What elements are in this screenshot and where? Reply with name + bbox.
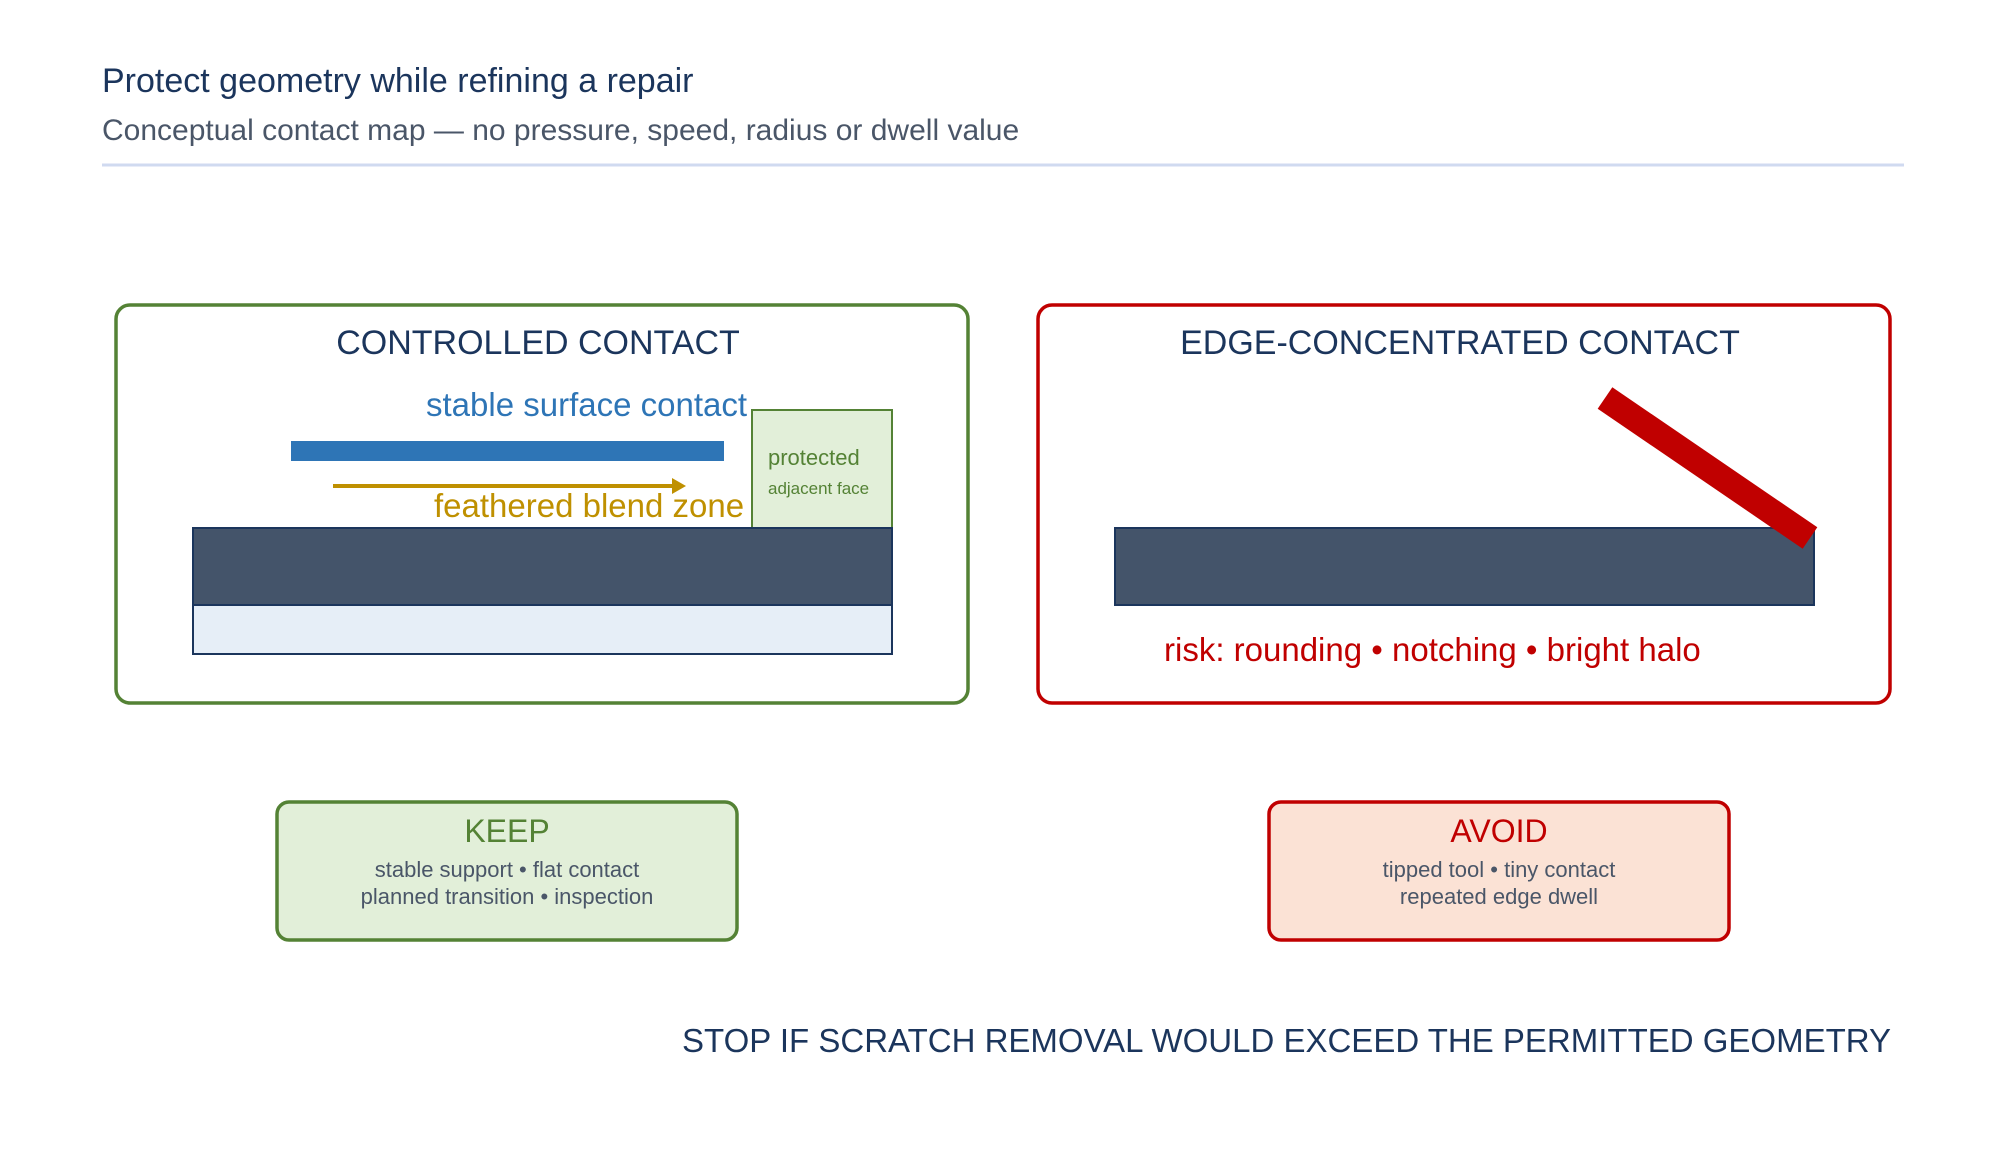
adjacent-face-label: adjacent face xyxy=(768,479,869,498)
edge-contact-heading: EDGE-CONCENTRATED CONTACT xyxy=(1180,324,1740,362)
stable-contact-tool-bar xyxy=(291,441,724,461)
keep-line-2: planned transition • inspection xyxy=(361,884,654,909)
protected-label: protected xyxy=(768,445,860,470)
avoid-box-frame xyxy=(1267,800,1731,942)
avoid-title: AVOID xyxy=(1450,813,1547,849)
controlled-contact-heading: CONTROLLED CONTACT xyxy=(336,324,740,362)
feathered-blend-zone-label: feathered blend zone xyxy=(434,487,744,524)
avoid-line-2: repeated edge dwell xyxy=(1400,884,1598,909)
avoid-box: AVOID tipped tool • tiny contact repeate… xyxy=(1267,800,1731,942)
stop-note: STOP IF SCRATCH REMOVAL WOULD EXCEED THE… xyxy=(682,1022,1891,1059)
workpiece-base-block xyxy=(192,604,893,655)
tipped-tool-bar xyxy=(1597,387,1818,549)
workpiece-surface-block xyxy=(192,527,893,606)
controlled-contact-panel: CONTROLLED CONTACT stable surface contac… xyxy=(114,303,970,705)
edge-concentrated-contact-panel: EDGE-CONCENTRATED CONTACT risk: rounding… xyxy=(1036,303,1892,705)
edge-workpiece-block xyxy=(1114,527,1815,606)
stable-surface-contact-label: stable surface contact xyxy=(426,386,747,423)
keep-line-1: stable support • flat contact xyxy=(375,857,640,882)
risk-label: risk: rounding • notching • bright halo xyxy=(1164,631,1701,668)
keep-box-frame xyxy=(275,800,739,942)
blend-direction-arrow-head xyxy=(672,478,686,494)
page-title: Protect geometry while refining a repair xyxy=(102,62,694,100)
avoid-line-1: tipped tool • tiny contact xyxy=(1383,857,1616,882)
page-subtitle: Conceptual contact map — no pressure, sp… xyxy=(102,114,1019,147)
keep-title: KEEP xyxy=(464,813,549,849)
keep-box: KEEP stable support • flat contact plann… xyxy=(275,800,739,942)
